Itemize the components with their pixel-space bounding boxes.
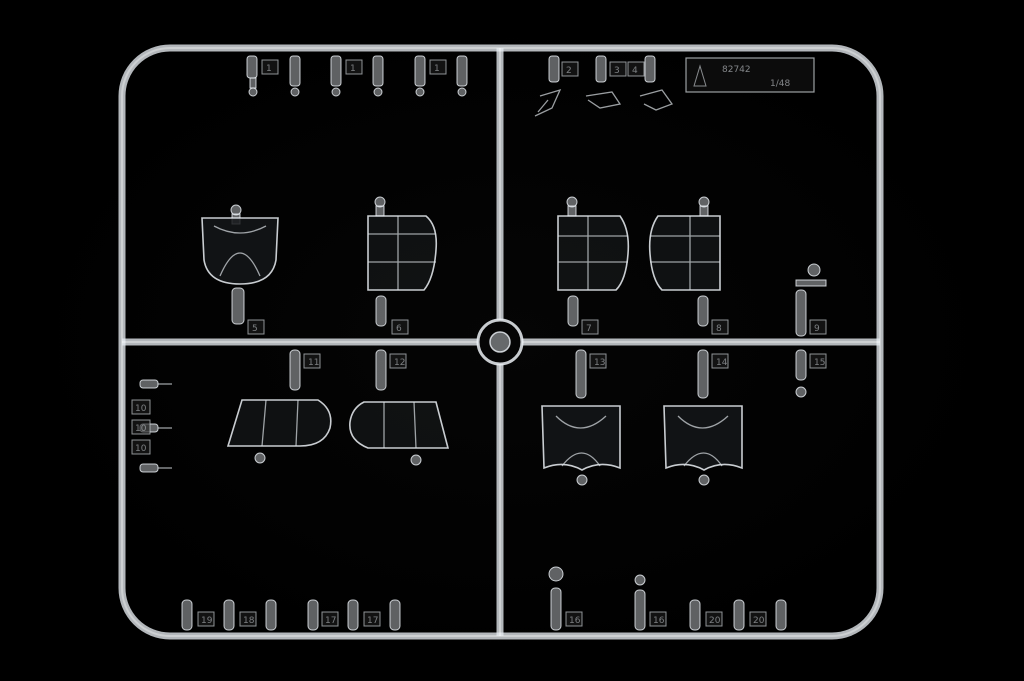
mid-lower-part-tags: 11 12 13 14 15 [303,353,827,369]
canopy-part-d [648,196,721,327]
part-number-tag: 15 [814,358,825,368]
part-number-tag: 8 [716,324,722,334]
top-right-small-parts [534,55,674,117]
plate-code: 82742 [722,65,751,75]
part-number-tag: 1 [266,64,272,74]
part-number-tag: 1 [434,64,440,74]
part-number-tag: 13 [594,358,605,368]
lower-canopy-b [663,349,743,486]
canopy-part-b [367,196,438,327]
part-number-tag: 18 [243,616,255,626]
mid-upper-part-tags: 5 6 7 8 9 [247,319,827,335]
side-window-left [226,349,332,464]
part-number-tag: 12 [394,358,405,368]
part-number-tag: 16 [653,616,665,626]
bottom-part-tags: 19 18 17 17 16 16 20 20 [197,611,767,627]
part-number-tag: 10 [135,444,147,454]
sprue-id-plate: 82742 1/48 [685,57,815,93]
top-right-part-tags: 2 3 4 [561,61,645,77]
part-number-tag: 3 [614,66,620,76]
part-number-tag: 4 [632,66,638,76]
bottom-small-parts [181,566,787,631]
part-number-tag: 10 [135,404,147,414]
part-number-tag: 10 [135,424,147,434]
part-number-tag: 6 [396,324,402,334]
part-number-tag: 19 [201,616,213,626]
canopy-part-a [201,204,279,325]
plate-scale: 1/48 [770,79,790,89]
part-number-tag: 20 [709,616,721,626]
part-number-tag: 17 [367,616,378,626]
right-small-part [795,263,827,398]
part-number-tag: 2 [566,66,572,76]
part-number-tag: 16 [569,616,581,626]
top-left-small-parts [246,55,468,97]
part-number-tag: 9 [814,324,820,334]
lower-canopy-a [541,349,621,486]
part-number-tag: 1 [350,64,356,74]
part-number-tag: 7 [586,324,592,334]
part-number-tag: 17 [325,616,336,626]
side-window-right [349,349,450,466]
part-number-tag: 5 [252,324,258,334]
left-edge-small-parts: 10 10 10 [131,379,172,473]
part-number-tag: 20 [753,616,765,626]
top-left-part-tags: 1 1 1 [261,59,447,75]
part-number-tag: 14 [716,358,728,368]
part-number-tag: 11 [308,358,319,368]
canopy-part-c [557,196,630,327]
